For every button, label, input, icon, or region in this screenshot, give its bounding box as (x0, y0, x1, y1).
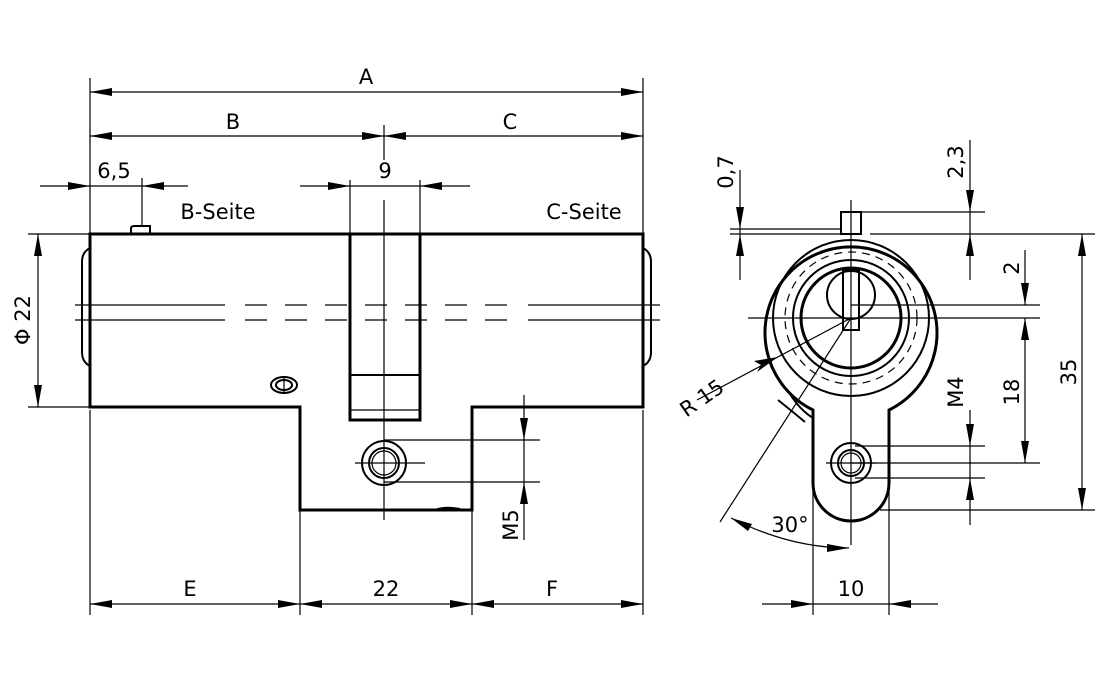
front-view: A B C 6,5 9 B-Seite C-Seite Φ 22 M5 (11, 65, 660, 615)
dim-22-label: 22 (373, 577, 400, 601)
b-side-end-face (81, 247, 91, 367)
cam-notch-1 (789, 393, 814, 419)
dim-22-arrow-left (300, 600, 322, 608)
dim-10-label: 10 (838, 577, 865, 601)
dim-c-arrow-right (621, 132, 643, 140)
dim-pin-arrow-left (68, 182, 90, 190)
dim-22-arrow-right (450, 600, 472, 608)
side-profile-outline (763, 245, 939, 523)
dim-cam-arrow-left (328, 182, 350, 190)
dim-35-label: 35 (1057, 359, 1081, 386)
dim-m5-arrow-top (520, 418, 528, 440)
dim-f-arrow-right (621, 600, 643, 608)
dim-30-label: 30° (771, 513, 808, 537)
dim-m5-label: M5 (499, 509, 523, 540)
dim-a-arrow-left (90, 88, 112, 96)
dim-a-label: A (359, 65, 374, 89)
small-screw-outer (270, 376, 298, 394)
dim-f-arrow-left (472, 600, 494, 608)
dim-35-arrow-top (1078, 234, 1086, 256)
dim-c-label: C (503, 110, 518, 134)
dim-18-label: 18 (1000, 379, 1024, 406)
dim-cam-label: 9 (378, 159, 391, 183)
dim-dia-arrow-bottom (34, 385, 42, 407)
dim-e-label: E (183, 577, 196, 601)
pin (130, 225, 151, 234)
dim-07-arrow-top (736, 207, 744, 229)
dim-r15-arrow (754, 357, 778, 372)
dim-dia-arrow-top (34, 234, 42, 256)
dim-b-arrow-left (90, 132, 112, 140)
dim-pin-arrow-right (142, 182, 164, 190)
dim-m4-arrow-bottom (966, 478, 974, 500)
dim-2-label: 2 (1000, 261, 1024, 274)
c-side-label: C-Seite (546, 200, 621, 224)
dim-b-arrow-right (362, 132, 384, 140)
dim-dia-label: Φ 22 (11, 295, 35, 345)
side-view: 0,7 2,3 2 18 35 M4 R 15 30° (675, 140, 1095, 615)
dim-10-arrow-left (791, 600, 813, 608)
dim-m5-arrow-bottom (520, 482, 528, 504)
dim-23-arrow-bottom (966, 234, 974, 256)
cam-notch-2 (777, 399, 806, 423)
dim-r15-label: R 15 (675, 375, 728, 422)
dim-30-arrow-left (731, 518, 752, 531)
dim-30-arrow-right (827, 544, 849, 552)
body-bottom-notch (434, 506, 461, 511)
dim-23-label: 2,3 (944, 145, 968, 178)
dim-f-label: F (546, 577, 558, 601)
dim-07-arrow-bottom (736, 234, 744, 256)
dim-10-arrow-right (889, 600, 911, 608)
dim-cam-arrow-right (420, 182, 442, 190)
cylinder-body-outline (88, 232, 645, 512)
dim-07-label: 0,7 (714, 155, 738, 188)
dim-m4-arrow-top (966, 424, 974, 446)
dim-c-arrow-left (384, 132, 406, 140)
dim-35-arrow-bottom (1078, 488, 1086, 510)
dim-m4-label: M4 (944, 376, 968, 407)
b-side-label: B-Seite (180, 200, 255, 224)
dim-b-label: B (226, 110, 240, 134)
dim-30-ray (719, 317, 852, 523)
dim-18-arrow-bottom (1021, 441, 1029, 463)
c-side-end-face (642, 247, 652, 367)
cam-slot (348, 234, 422, 422)
dim-23-arrow-top (966, 190, 974, 212)
dim-e-arrow-right (278, 600, 300, 608)
dim-2-arrow-top (1021, 283, 1029, 305)
dim-a-arrow-right (621, 88, 643, 96)
dim-pin-label: 6,5 (97, 159, 130, 183)
dim-e-arrow-left (90, 600, 112, 608)
